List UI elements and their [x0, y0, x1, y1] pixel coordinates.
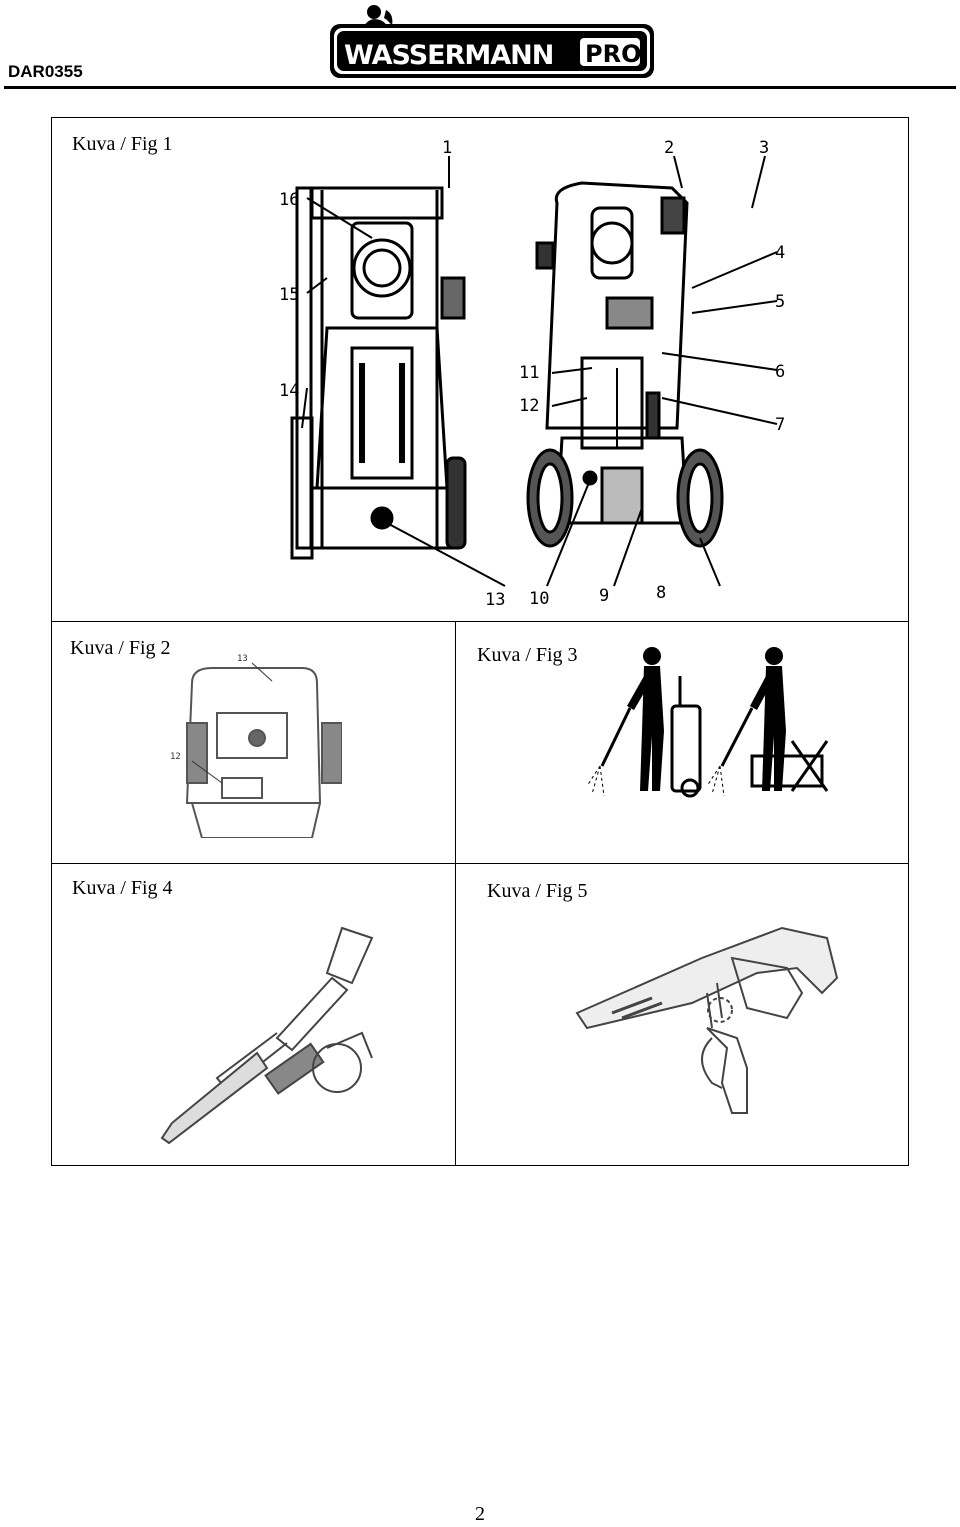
fig1-pressure-washer-illustration: 1 2 3 4 5 6 7 8 9 10 11 12 13 14 15 16: [279, 138, 785, 610]
callout-16: 16: [279, 190, 299, 210]
callout-12: 12: [519, 396, 539, 416]
page-number: 2: [475, 1503, 485, 1525]
callout-15: 15: [279, 285, 299, 305]
callout-7: 7: [775, 415, 785, 435]
grid-divider-2: [52, 863, 908, 864]
fig2-rear-detail-illustration: 13 12: [170, 654, 342, 838]
document-code: DAR0355: [8, 62, 83, 81]
fig5-trigger-gun-illustration: [575, 926, 839, 1114]
fig5-caption: Kuva / Fig 5: [487, 880, 588, 902]
callout-8: 8: [656, 583, 666, 603]
operator-upright-washer: [586, 647, 702, 798]
callout-leaders: [301, 155, 778, 587]
grid-divider-vertical: [455, 621, 456, 1166]
fig4-lance-assembly-illustration: [160, 926, 374, 1145]
callout-14: 14: [279, 381, 299, 401]
fig4-caption: Kuva / Fig 4: [72, 877, 173, 899]
callout-13: 13: [485, 590, 505, 610]
header-rule: [4, 86, 956, 89]
callout-9: 9: [599, 586, 609, 606]
fig3-operator-usage-illustration: [586, 647, 829, 798]
callout-5: 5: [775, 292, 785, 312]
callout-3: 3: [759, 138, 769, 158]
figure-grid: Kuva / Fig 1: [51, 117, 909, 1166]
washer-front-view: [290, 186, 467, 560]
fig1-caption: Kuva / Fig 1: [72, 133, 173, 155]
callout-11: 11: [519, 363, 539, 383]
grid-divider-1: [52, 621, 908, 622]
callout-1: 1: [442, 138, 452, 158]
fig2-callout-13: 13: [237, 654, 248, 664]
wassermann-pro-logo: WASSERMANN PRO: [330, 5, 654, 78]
callout-6: 6: [775, 362, 785, 382]
logo-pro-badge: PRO: [585, 40, 641, 68]
callout-4: 4: [775, 243, 785, 263]
fig2-caption: Kuva / Fig 2: [70, 637, 171, 659]
fig3-caption: Kuva / Fig 3: [477, 644, 578, 666]
callout-2: 2: [664, 138, 674, 158]
fig2-callout-12: 12: [170, 752, 181, 762]
logo-wordmark: WASSERMANN: [344, 40, 553, 71]
washer-rear-view: [526, 181, 724, 548]
operator-tipped-washer: [706, 647, 829, 797]
callout-10: 10: [529, 589, 549, 609]
